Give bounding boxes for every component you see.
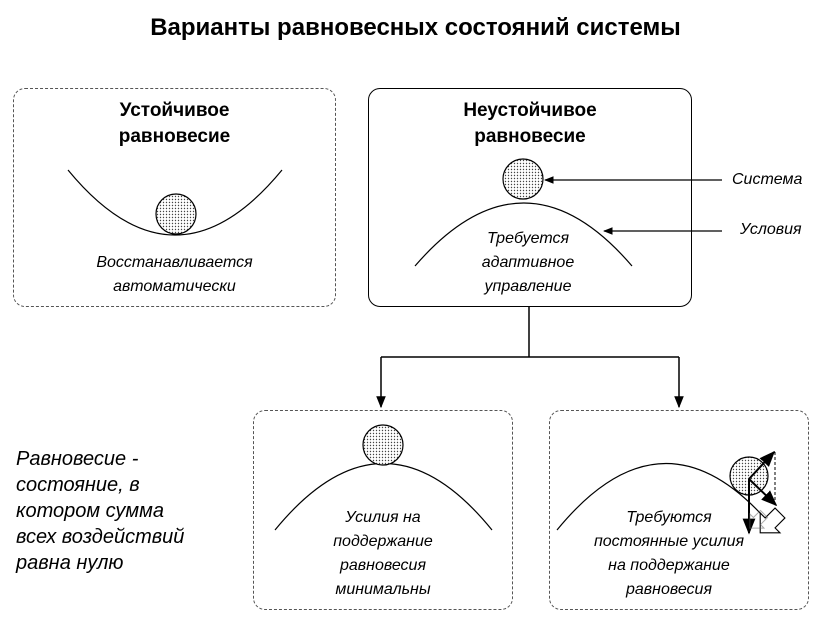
bowl-curve-icon [67, 169, 283, 236]
cursor-arrow-icon [759, 507, 786, 534]
equilibrium-definition: Равновесие - состояние, в котором сумма … [16, 448, 185, 574]
stable-caption: Восстанавливается автоматически [96, 254, 253, 295]
conditions-label: Условия [740, 221, 802, 238]
force-arrow-icon [748, 450, 776, 480]
unstable-heading: Неустойчивое равновесие [463, 100, 597, 147]
system-label: Система [732, 171, 803, 188]
force-arrow-icon [748, 478, 778, 507]
ball-icon [362, 424, 404, 466]
unstable-equilibrium-panel [368, 88, 692, 307]
ball-icon [155, 193, 197, 235]
page-title: Варианты равновесных состояний системы [150, 14, 681, 41]
ball-icon [502, 158, 544, 200]
constant-caption: Требуются постоянные усилия на поддержан… [593, 509, 745, 598]
hill-curve-icon [414, 202, 633, 267]
cursor-arrow-icon [749, 509, 769, 529]
stable-heading: Устойчивое равновесие [118, 100, 231, 147]
stable-equilibrium-panel [13, 88, 336, 307]
constant-effort-panel [549, 410, 809, 610]
minimal-caption: Усилия на поддержание равновесия минимал… [333, 509, 433, 598]
minimal-effort-panel [253, 410, 513, 610]
unstable-caption: Требуется адаптивное управление [481, 230, 575, 295]
hill-curve-icon [556, 462, 776, 531]
